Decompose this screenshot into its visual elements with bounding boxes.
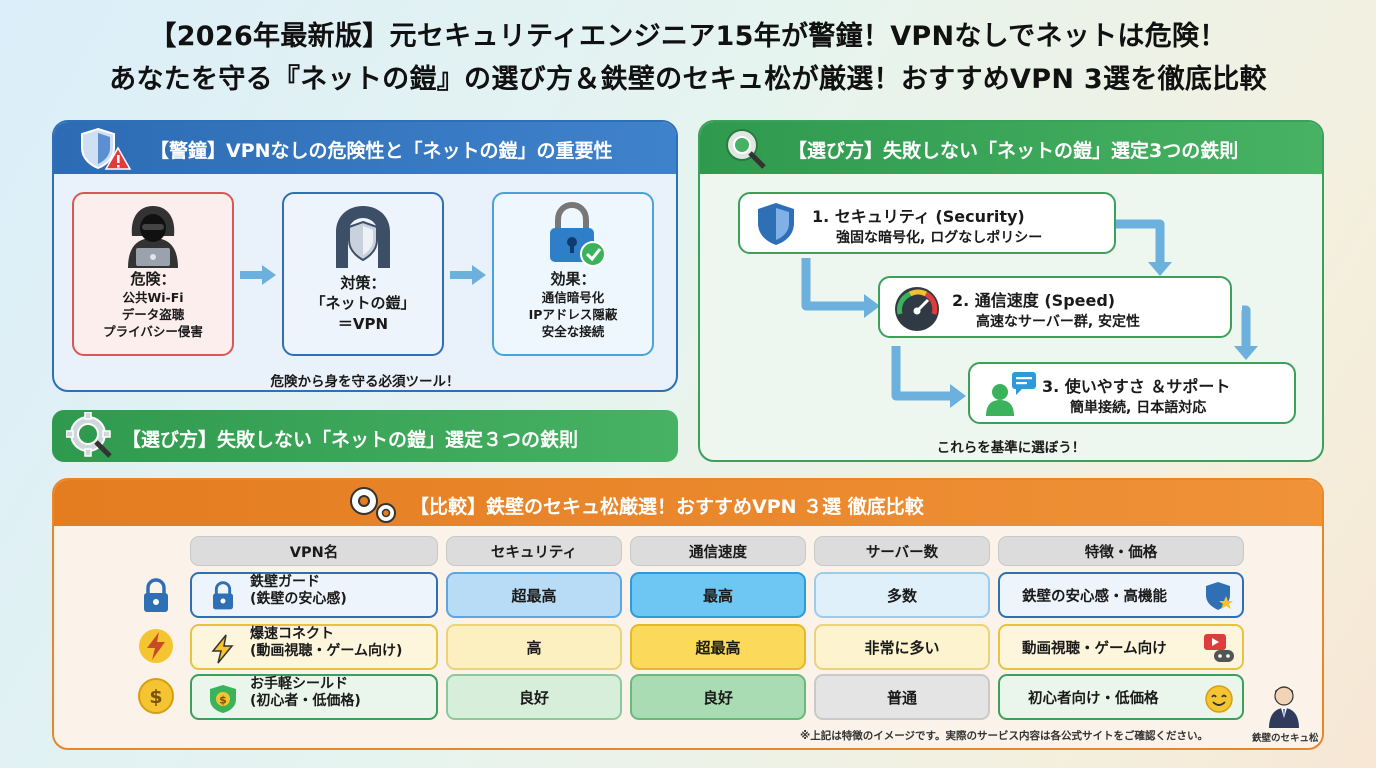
lock-icon: [144, 578, 168, 612]
coin-icon: $: [138, 678, 174, 714]
effect-line-2: IPアドレス隠蔽: [528, 307, 618, 322]
page-title-line1: 【2026年最新版】元セキュリティエンジニア15年が警鐘！VPNなしでネットは危…: [149, 21, 1227, 52]
vpn-name: お手軽シールド: [250, 676, 348, 692]
danger-line-3: プライバシー侵害: [103, 324, 203, 339]
rule-step-1-sub: 強固な暗号化, ログなしポリシー: [836, 230, 1043, 246]
armor-shield-icon: [336, 206, 390, 268]
rule-step-speed: 2. 通信速度 (Speed) 高速なサーバー群, 安定性: [878, 276, 1232, 338]
warning-panel-title: 【警鐘】VPNなしの危険性と「ネットの鎧」の重要性: [150, 140, 613, 162]
effect-line-3: 安全な接続: [541, 324, 605, 339]
rules-banner: 【選び方】失敗しない「ネットの鎧」選定３つの鉄則: [52, 410, 678, 462]
col-header-feature: 特徴・価格: [998, 536, 1244, 566]
shield-warning-icon: [81, 127, 132, 170]
rule-step-usability: 3. 使いやすさ ＆サポート 簡単接続, 日本語対応: [968, 362, 1296, 424]
svg-text:$: $: [149, 686, 162, 708]
gears-icon: [350, 487, 396, 523]
user-chat-icon: [986, 372, 1036, 416]
danger-box: 危険： 公共Wi-Fi データ盗聴 プライバシー侵害: [72, 192, 234, 356]
feature-cell: 初心者向け・低価格: [998, 674, 1244, 720]
security-cell: 良好: [446, 674, 622, 720]
vpn-name-sub: (動画視聴・ゲーム向け): [250, 643, 403, 659]
comparison-title: 【比較】鉄壁のセキュ松厳選！おすすめVPN ３選 徹底比較: [410, 496, 924, 518]
feature-text: 初心者向け・低価格: [1028, 690, 1159, 707]
speedometer-icon: [895, 287, 939, 331]
col-header-security: セキュリティ: [446, 536, 622, 566]
servers-cell: 普通: [814, 674, 990, 720]
col-header-servers: サーバー数: [814, 536, 990, 566]
danger-line-2: データ盗聴: [121, 307, 185, 322]
servers-cell: 非常に多い: [814, 624, 990, 670]
feature-text: 鉄壁の安心感・高機能: [1022, 588, 1167, 605]
table-row: $ お手軽シールド (初心者・低価格): [190, 674, 438, 720]
hacker-icon: [128, 206, 178, 268]
gear-search-icon: [726, 129, 766, 169]
lock-icon: [213, 581, 233, 610]
svg-text:$: $: [219, 694, 227, 707]
feature-cell: 動画視聴・ゲーム向け: [998, 624, 1244, 670]
vpn-name: 爆速コネクト: [250, 626, 334, 642]
shield-icon: [758, 203, 794, 245]
col-header-name: VPN名: [190, 536, 438, 566]
effect-line-1: 通信暗号化: [541, 290, 605, 305]
measure-line-2: ＝VPN: [337, 315, 389, 333]
lightning-icon: [139, 629, 173, 663]
page-title-line2: あなたを守る『ネットの鎧』の選び方＆鉄壁のセキュ松が厳選！おすすめVPN 3選を…: [109, 64, 1267, 95]
security-cell: 高: [446, 624, 622, 670]
danger-head: 危険：: [130, 270, 176, 288]
measure-box: 対策： 「ネットの鎧」 ＝VPN: [282, 192, 444, 356]
arrow-right-icon: [450, 265, 486, 285]
rule-step-2-title: 2. 通信速度 (Speed): [952, 291, 1116, 310]
comparison-panel-header: 【比較】鉄壁のセキュ松厳選！おすすめVPN ３選 徹底比較: [54, 480, 1322, 526]
rules-banner-text: 【選び方】失敗しない「ネットの鎧」選定３つの鉄則: [122, 429, 579, 451]
gear-search-icon: [66, 412, 112, 458]
lightning-icon: [211, 634, 234, 664]
shield-dollar-icon: $: [210, 685, 236, 713]
rule-step-3-title: 3. 使いやすさ ＆サポート: [1042, 377, 1231, 396]
feature-cell: 鉄壁の安心感・高機能: [998, 572, 1244, 618]
warning-panel-header: 【警鐘】VPNなしの危険性と「ネットの鎧」の重要性: [54, 122, 676, 174]
disclaimer-note: ※上記は特徴のイメージです。実際のサービス内容は各公式サイトをご確認ください。: [800, 730, 1208, 742]
security-cell: 超最高: [446, 572, 622, 618]
mascot-avatar-icon: [1269, 686, 1299, 728]
shield-star-icon: [1206, 582, 1233, 610]
danger-line-1: 公共Wi-Fi: [122, 290, 184, 305]
flow-arrows: [801, 219, 1258, 408]
rules-panel-title: 【選び方】失敗しない「ネットの鎧」選定3つの鉄則: [788, 140, 1239, 162]
rule-step-2-sub: 高速なサーバー群, 安定性: [976, 314, 1141, 330]
col-header-speed: 通信速度: [630, 536, 806, 566]
rule-step-security: 1. セキュリティ (Security) 強固な暗号化, ログなしポリシー: [738, 192, 1116, 254]
rule-step-1-title: 1. セキュリティ (Security): [812, 207, 1025, 226]
effect-box: 効果： 通信暗号化 IPアドレス隠蔽 安全な接続: [492, 192, 654, 356]
speed-cell: 良好: [630, 674, 806, 720]
vpn-name-sub: (初心者・低価格): [250, 693, 361, 709]
servers-cell: 多数: [814, 572, 990, 618]
smile-icon: [1205, 685, 1233, 713]
effect-head: 効果：: [550, 270, 596, 288]
table-row: 爆速コネクト (動画視聴・ゲーム向け): [190, 624, 438, 670]
rule-step-3-sub: 簡単接続, 日本語対応: [1070, 400, 1207, 416]
table-row: 鉄壁ガード (鉄壁の安心感): [190, 572, 438, 618]
arrow-right-icon: [240, 265, 276, 285]
vpn-name-sub: (鉄壁の安心感): [250, 591, 347, 607]
speed-cell: 超最高: [630, 624, 806, 670]
lock-check-icon: [550, 202, 606, 267]
vpn-name: 鉄壁ガード: [250, 574, 320, 590]
mascot-label: 鉄壁のセキュ松: [1252, 733, 1319, 744]
measure-head: 対策：: [340, 274, 386, 292]
rules-panel-header: 【選び方】失敗しない「ネットの鎧」選定3つの鉄則: [700, 122, 1322, 174]
video-game-icon: [1204, 634, 1234, 662]
speed-cell: 最高: [630, 572, 806, 618]
rules-caption: これらを基準に選ぼう！: [936, 440, 1086, 456]
warning-caption: 危険から身を守る必須ツール！: [270, 374, 460, 390]
measure-line-1: 「ネットの鎧」: [310, 294, 416, 312]
feature-text: 動画視聴・ゲーム向け: [1022, 640, 1167, 657]
